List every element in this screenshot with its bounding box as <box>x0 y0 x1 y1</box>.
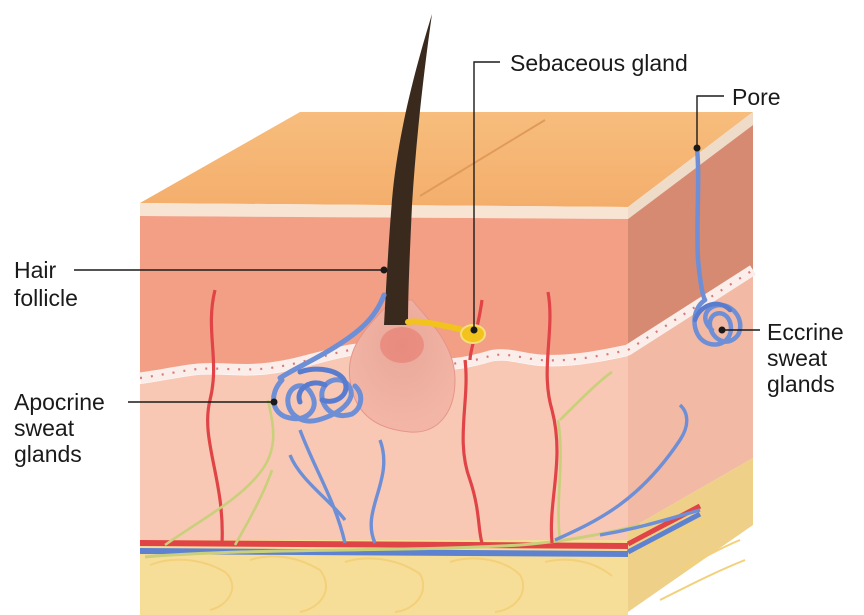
label-hair-follicle-line1: Hair <box>14 257 57 283</box>
label-pore: Pore <box>732 84 781 110</box>
label-hair-follicle-line2: follicle <box>14 285 78 311</box>
label-eccrine-line3: glands <box>767 371 835 397</box>
label-apocrine-line1: Apocrine <box>14 389 105 415</box>
label-eccrine-line1: Eccrine <box>767 319 844 345</box>
label-apocrine-line2: sweat <box>14 415 75 441</box>
follicle-papilla-glow <box>380 327 424 363</box>
label-eccrine-line2: sweat <box>767 345 828 371</box>
label-apocrine-line3: glands <box>14 441 82 467</box>
label-sebaceous-gland: Sebaceous gland <box>510 50 688 76</box>
artery-horizontal <box>140 543 628 546</box>
